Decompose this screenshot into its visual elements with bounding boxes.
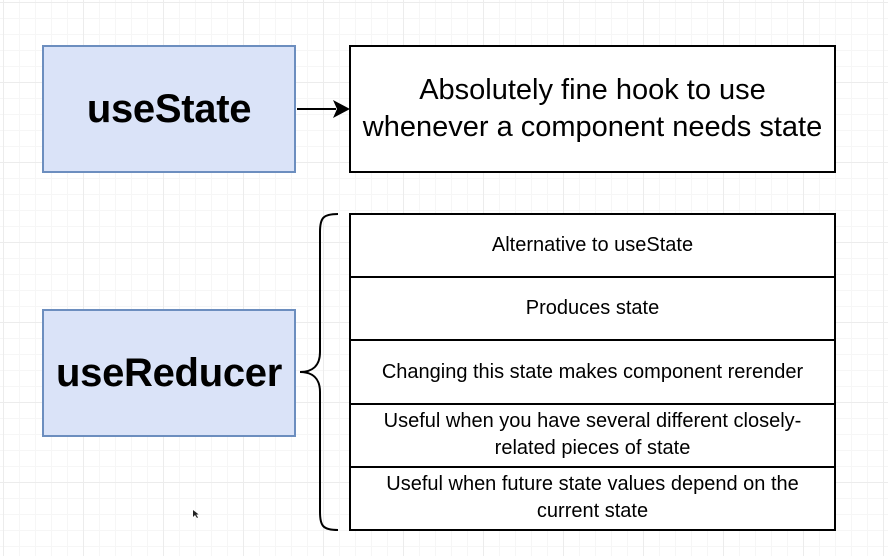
feature-text: Produces state: [525, 297, 660, 320]
feature-text: Changing this state makes component rere…: [381, 360, 804, 383]
feature-row: Produces state: [351, 278, 834, 342]
feature-text: Useful when you have several different c…: [383, 410, 802, 460]
use-state-label: useState: [86, 87, 252, 131]
use-state-description: Absolutely fine hook to use whenever a c…: [362, 74, 823, 143]
use-state-description-box: Absolutely fine hook to use whenever a c…: [349, 45, 836, 173]
feature-row: Useful when future state values depend o…: [351, 468, 834, 529]
feature-row: Useful when you have several different c…: [351, 405, 834, 468]
feature-row: Changing this state makes component rere…: [351, 341, 834, 405]
feature-row: Alternative to useState: [351, 215, 834, 279]
use-reducer-label: useReducer: [56, 351, 282, 395]
curly-brace-icon: [299, 213, 339, 531]
use-reducer-box: useReducer: [42, 309, 296, 437]
use-state-box: useState: [42, 45, 296, 173]
arrow-right-icon: [297, 100, 350, 118]
feature-text: Useful when future state values depend o…: [386, 473, 799, 523]
mouse-cursor-icon: [193, 510, 199, 518]
feature-text: Alternative to useState: [491, 234, 694, 257]
use-reducer-feature-list: Alternative to useState Produces state C…: [349, 213, 836, 531]
